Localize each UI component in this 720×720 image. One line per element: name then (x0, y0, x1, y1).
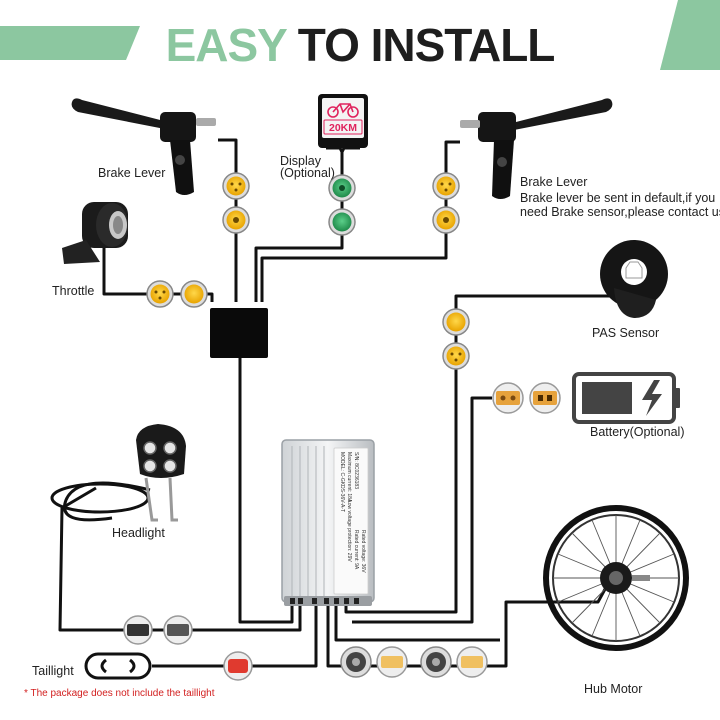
throttle-image (62, 202, 128, 264)
bicycle-icon (327, 103, 359, 118)
footnote-taillight: * The package does not include the taill… (24, 688, 215, 699)
right-green-banner (660, 0, 720, 70)
brake-note-line2: need Brake sensor,please contact us (520, 205, 720, 219)
controller-label-line4: Rated voltage: 36V (360, 530, 366, 573)
left-green-banner (0, 26, 140, 60)
connector-pas-bottom (442, 342, 470, 370)
label-throttle: Throttle (52, 284, 95, 298)
connector-left-brake-top (222, 172, 250, 200)
wire-pas (344, 294, 612, 614)
connector-throttle-right (180, 280, 208, 308)
page-title: EASY TO INSTALL (0, 18, 720, 72)
connector-taillight (223, 651, 253, 681)
wire-right-brake (260, 140, 460, 302)
controller-image: MODEL: C-GKDS-36V-A-T Maximum current: 1… (281, 439, 375, 606)
connector-motor-4 (456, 646, 488, 678)
connector-left-brake-bottom (222, 206, 250, 234)
connector-battery-left (492, 382, 524, 414)
connector-right-brake-top (432, 172, 460, 200)
label-pas-sensor: PAS Sensor (592, 326, 660, 340)
connector-pas-top (442, 308, 470, 336)
connector-display-bottom (328, 208, 356, 236)
wire-headlight (58, 486, 302, 632)
wire-harness-to-controller (238, 358, 294, 624)
wires (58, 138, 612, 668)
label-display-optional: (Optional) (280, 166, 335, 180)
connector-headlight-right (163, 615, 193, 645)
right-brake-lever-image (460, 98, 613, 199)
display-speed-readout: 20KM (329, 122, 357, 134)
label-left-brake-lever: Brake Lever (98, 166, 166, 180)
connector-headlight-left (123, 615, 153, 645)
controller-label-line1: MODEL: C-GKDS-36V-A-T (339, 452, 345, 512)
hub-motor-wheel-image (543, 505, 689, 651)
label-display: Display (280, 154, 321, 168)
label-right-brake-lever: Brake Lever (520, 175, 588, 189)
display-unit-image: 20KM (318, 94, 368, 156)
connector-motor-1 (340, 646, 372, 678)
connector-right-brake-bottom (432, 206, 460, 234)
headlight-image (50, 424, 186, 522)
controller-label-line6: Low voltage protection: 29V (346, 500, 352, 562)
wire-motor-sensor (334, 602, 500, 642)
connector-battery-right (529, 382, 561, 414)
wire-battery (352, 396, 492, 624)
controller-label-line3: S/N: 8C0236183 (353, 452, 359, 489)
wire-motor (488, 579, 612, 668)
label-headlight: Headlight (112, 526, 165, 540)
brake-note-line1: Brake lever be sent in default,if you (520, 191, 716, 205)
controller-label-line2: Maximum current: 18A (346, 452, 352, 503)
label-battery: Battery(Optional) (590, 425, 685, 439)
connector-throttle-left (146, 280, 174, 308)
wire-left-brake (218, 138, 238, 302)
pas-sensor-image (600, 240, 668, 318)
connector-motor-3 (420, 646, 452, 678)
title-to-install: TO INSTALL (297, 19, 556, 71)
connector-display-top (328, 174, 356, 202)
title-easy: EASY (165, 19, 287, 71)
junction-box (210, 308, 268, 358)
connector-motor-2 (376, 646, 408, 678)
left-brake-lever-image (71, 98, 216, 195)
wire-taillight (152, 602, 318, 668)
label-hub-motor: Hub Motor (584, 682, 643, 696)
label-taillight: Taillight (32, 664, 74, 678)
battery-icon (572, 372, 680, 424)
taillight-image (84, 652, 152, 680)
controller-label-line5: Rated current: 9A (353, 530, 359, 570)
